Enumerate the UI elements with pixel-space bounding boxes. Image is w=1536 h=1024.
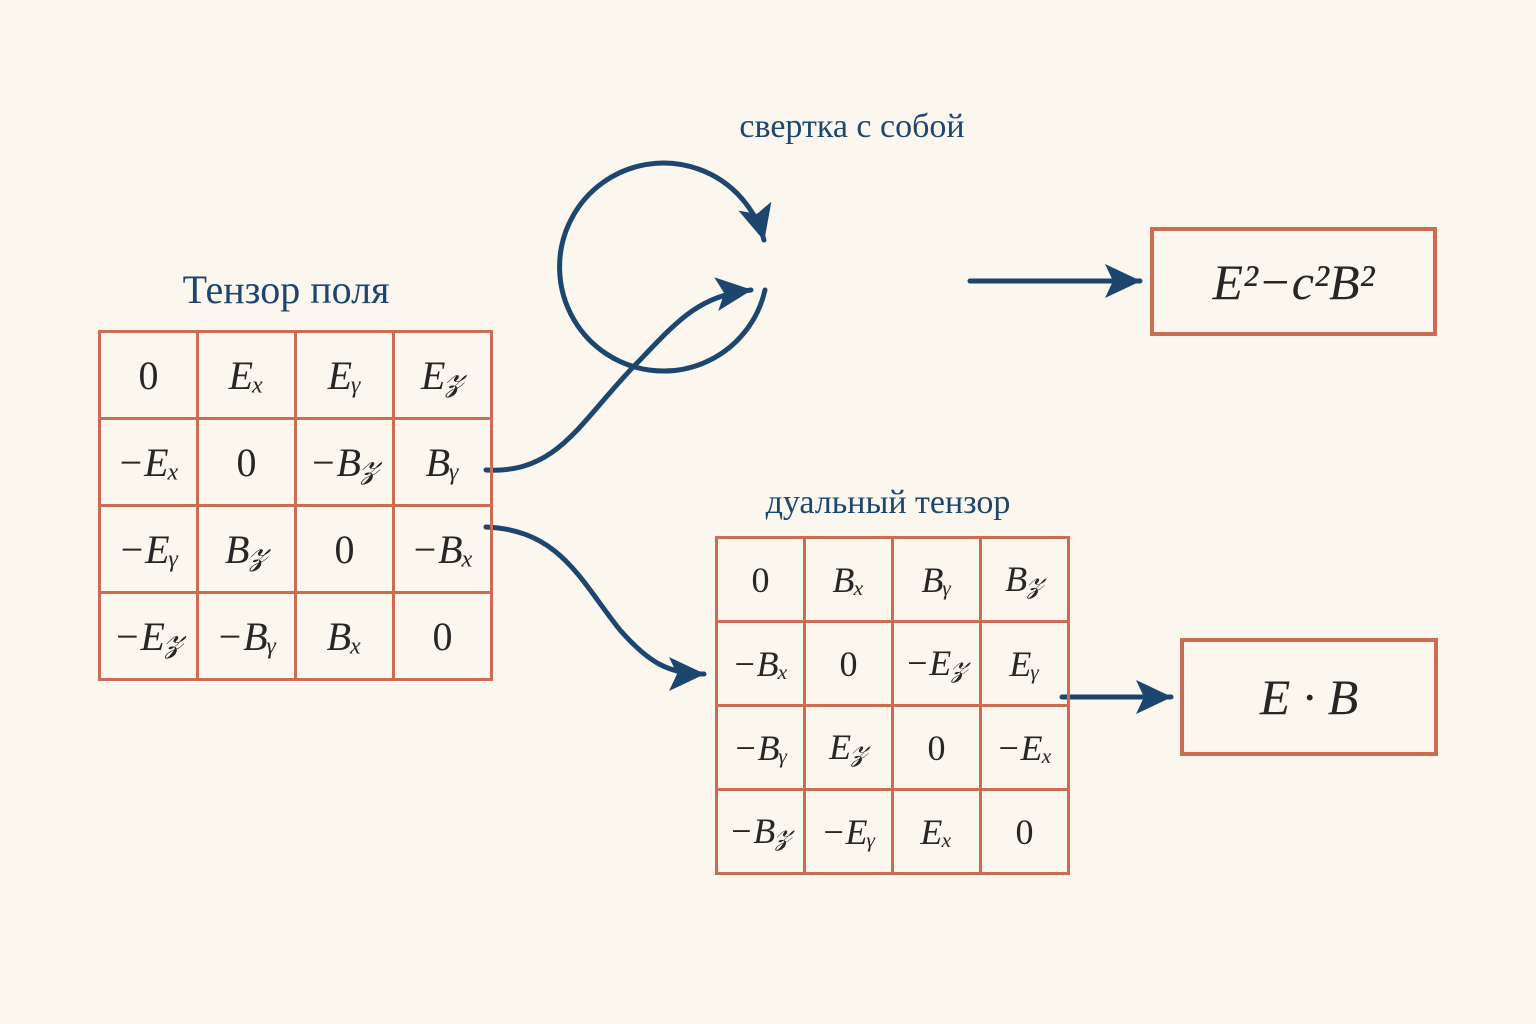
cell-value: 0 xyxy=(1015,811,1034,852)
matrix-cell: −Eᵧ xyxy=(803,788,894,875)
matrix-cell: −E𝓏 xyxy=(98,591,199,681)
cell-value: 0 xyxy=(236,439,257,485)
matrix-cell: 0 xyxy=(392,591,493,681)
cell-value: −E𝓏 xyxy=(904,643,969,683)
matrix-cell: Bᵧ xyxy=(392,417,493,507)
cell-value: Bₓ xyxy=(832,559,865,600)
matrix-cell: E𝓏 xyxy=(803,704,894,791)
cell-value: −B𝓏 xyxy=(309,439,380,485)
matrix-cell: Bᵧ xyxy=(891,536,982,623)
cell-value: B𝓏 xyxy=(224,526,269,572)
matrix-cell: 0 xyxy=(98,330,199,420)
cell-value: Eᵧ xyxy=(327,352,362,398)
cell-value: 0 xyxy=(751,559,770,600)
invariant-e-dot-b-box: E · B xyxy=(1180,638,1438,756)
cell-value: −B𝓏 xyxy=(728,811,793,851)
cell-value: Eₓ xyxy=(920,811,953,852)
cell-value: Eᵧ xyxy=(1009,643,1040,684)
cell-value: Bₓ xyxy=(326,613,363,659)
cell-value: 0 xyxy=(138,352,159,398)
cell-value: 0 xyxy=(432,613,453,659)
matrix-cell: 0 xyxy=(979,788,1070,875)
field-tensor-title: Тензор поля xyxy=(182,267,390,312)
invariant-e-dot-b: E · B xyxy=(1259,669,1359,725)
matrix-cell: −Bᵧ xyxy=(715,704,806,791)
matrix-cell: Bₓ xyxy=(803,536,894,623)
cell-value: −Bₓ xyxy=(732,643,789,684)
matrix-cell: 0 xyxy=(891,704,982,791)
matrix-cell: B𝓏 xyxy=(196,504,297,594)
matrix-row: −Eᵧ B𝓏 0 −Bₓ xyxy=(98,504,493,594)
cell-value: −Eₓ xyxy=(996,727,1053,768)
matrix-cell: −Eₓ xyxy=(979,704,1070,791)
matrix-cell: Eₓ xyxy=(891,788,982,875)
matrix-cell: −Eᵧ xyxy=(98,504,199,594)
cell-value: 0 xyxy=(839,643,858,684)
cell-value: 0 xyxy=(927,727,946,768)
matrix-cell: 0 xyxy=(803,620,894,707)
matrix-row: 0 Eₓ Eᵧ E𝓏 xyxy=(98,330,493,420)
matrix-cell: −Bₓ xyxy=(392,504,493,594)
matrix-cell: −Bₓ xyxy=(715,620,806,707)
matrix-cell: −Bᵧ xyxy=(196,591,297,681)
cell-value: −Bᵧ xyxy=(733,727,788,768)
cell-value: Eₓ xyxy=(228,352,265,398)
cell-value: E𝓏 xyxy=(420,352,465,398)
matrix-row: −Eₓ 0 −B𝓏 Bᵧ xyxy=(98,417,493,507)
matrix-row: −Bᵧ E𝓏 0 −Eₓ xyxy=(715,704,1070,791)
cell-value: −Eᵧ xyxy=(118,526,179,572)
matrix-cell: 0 xyxy=(196,417,297,507)
cell-value: 0 xyxy=(334,526,355,572)
matrix-cell: −B𝓏 xyxy=(294,417,395,507)
matrix-cell: 0 xyxy=(715,536,806,623)
cell-value: −Eₓ xyxy=(117,439,180,485)
cell-value: −Bₓ xyxy=(411,526,474,572)
cell-value: B𝓏 xyxy=(1005,559,1044,599)
matrix-cell: Eₓ xyxy=(196,330,297,420)
arrow-tensor-to-contraction xyxy=(483,277,754,473)
matrix-row: 0 Bₓ Bᵧ B𝓏 xyxy=(715,536,1070,623)
dual-tensor-title: дуальный тензор xyxy=(765,484,1011,521)
cell-value: E𝓏 xyxy=(829,727,868,767)
matrix-cell: −B𝓏 xyxy=(715,788,806,875)
matrix-cell: B𝓏 xyxy=(979,536,1070,623)
contraction-loop xyxy=(557,160,772,374)
invariant-e2-minus-c2b2-box: E²−c²B² xyxy=(1150,227,1437,336)
cell-value: Bᵧ xyxy=(921,559,952,600)
invariant-e2-minus-c2b2: E²−c²B² xyxy=(1212,253,1375,310)
matrix-row: −B𝓏 −Eᵧ Eₓ 0 xyxy=(715,788,1070,875)
matrix-cell: E𝓏 xyxy=(392,330,493,420)
matrix-cell: −E𝓏 xyxy=(891,620,982,707)
field-tensor-matrix: 0 Eₓ Eᵧ E𝓏 −Eₓ 0 −B𝓏 Bᵧ −Eᵧ B𝓏 0 −Bₓ −E𝓏… xyxy=(98,330,493,681)
cell-value: Bᵧ xyxy=(425,439,460,485)
matrix-row: −E𝓏 −Bᵧ Bₓ 0 xyxy=(98,591,493,681)
matrix-cell: Eᵧ xyxy=(294,330,395,420)
matrix-cell: Eᵧ xyxy=(979,620,1070,707)
cell-value: −Bᵧ xyxy=(216,613,277,659)
self-contraction-label: свертка с собой xyxy=(739,108,965,145)
matrix-cell: 0 xyxy=(294,504,395,594)
cell-value: −Eᵧ xyxy=(821,811,876,852)
arrow-tensor-to-dual xyxy=(483,524,707,691)
matrix-cell: −Eₓ xyxy=(98,417,199,507)
matrix-cell: Bₓ xyxy=(294,591,395,681)
cell-value: −E𝓏 xyxy=(113,613,184,659)
matrix-row: −Bₓ 0 −E𝓏 Eᵧ xyxy=(715,620,1070,707)
dual-tensor-matrix: 0 Bₓ Bᵧ B𝓏 −Bₓ 0 −E𝓏 Eᵧ −Bᵧ E𝓏 0 −Eₓ −B𝓏… xyxy=(715,536,1070,875)
